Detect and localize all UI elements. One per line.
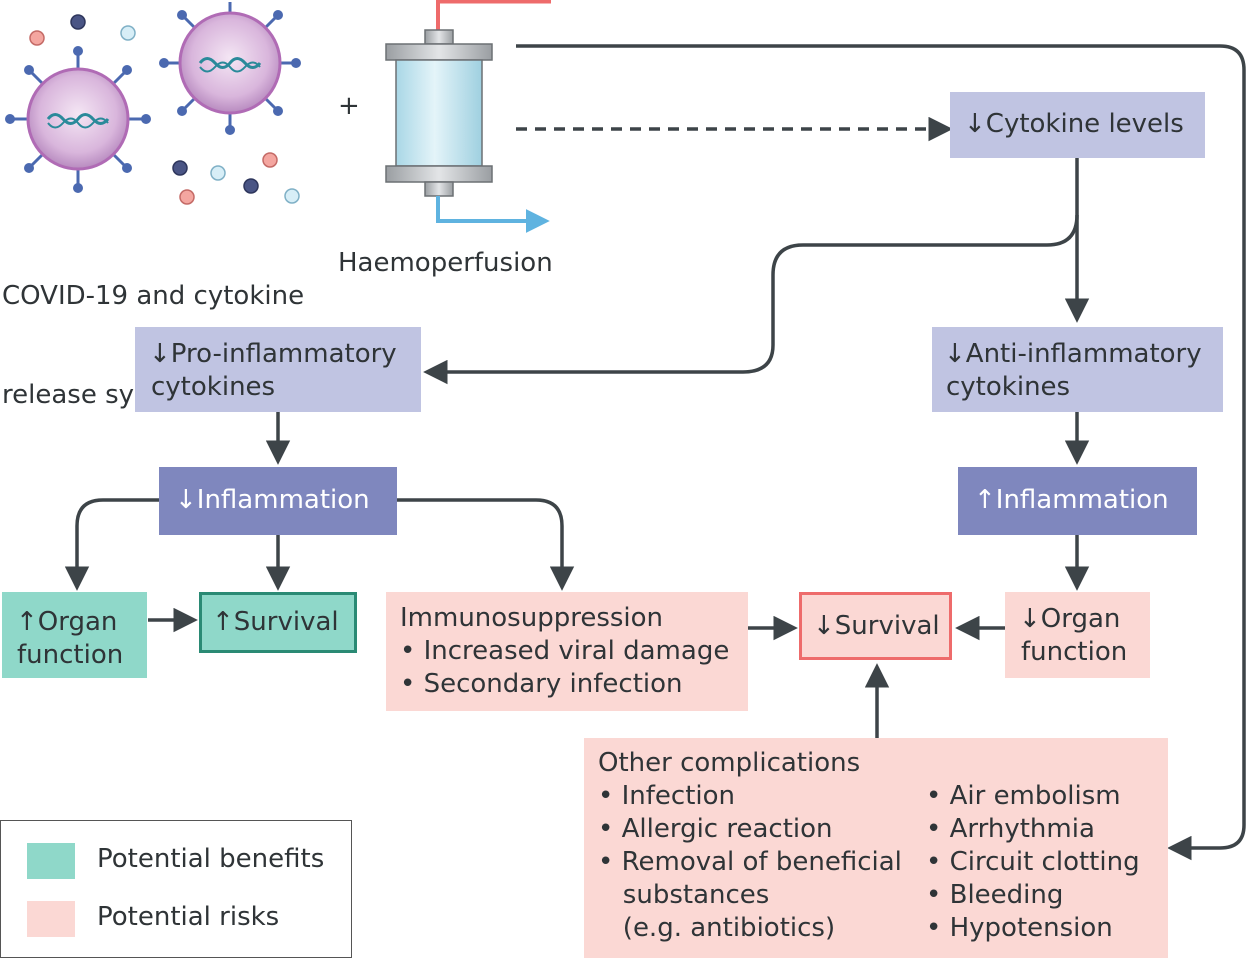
survival-down-text: ↓Survival: [813, 611, 940, 641]
complication-item: • Arrhythmia: [926, 814, 1095, 844]
haemoperfusion-label: Haemoperfusion: [338, 248, 553, 278]
increased-inflammation-text: ↑Inflammation: [974, 485, 1169, 515]
plus-sign: +: [338, 91, 360, 121]
other-complications-left-list: • Infection • Allergic reaction • Remova…: [598, 780, 902, 945]
organ-function-up-text-2: function: [17, 640, 124, 670]
immunosuppression-title: Immunosuppression: [400, 603, 664, 633]
organ-function-down-text-2: function: [1021, 637, 1128, 667]
survival-up-box: ↑Survival: [199, 592, 357, 653]
cytokine-levels-text: ↓Cytokine levels: [964, 109, 1184, 139]
virus-icon: [159, 2, 301, 135]
complication-item: • Allergic reaction: [598, 814, 833, 844]
pro-inflammatory-box: ↓Pro-inflammatory cytokines: [135, 327, 421, 412]
other-complications-right-list: • Air embolism • Arrhythmia • Circuit cl…: [926, 780, 1140, 945]
covid-label: COVID-19 and cytokine release syndrome: [2, 281, 305, 410]
immunosuppression-item: • Increased viral damage: [400, 636, 730, 666]
organ-function-down-box: ↓Organ function: [1005, 592, 1150, 678]
organ-function-up-box: ↑Organ function: [2, 592, 147, 678]
complication-item: substances: [598, 880, 770, 910]
complication-item: • Circuit clotting: [926, 847, 1140, 877]
immunosuppression-item: • Secondary infection: [400, 669, 683, 699]
legend-risks-label: Potential risks: [97, 902, 280, 932]
complication-item: • Infection: [598, 781, 735, 811]
survival-down-box: ↓Survival: [799, 592, 952, 660]
legend-benefits-label: Potential benefits: [97, 844, 325, 874]
complication-item: (e.g. antibiotics): [598, 913, 836, 943]
complication-item: • Bleeding: [926, 880, 1064, 910]
legend-benefits-swatch: [27, 843, 75, 879]
complication-item: • Hypotension: [926, 913, 1113, 943]
increased-inflammation-box: ↑Inflammation: [958, 467, 1197, 535]
legend: Potential benefits Potential risks: [0, 820, 352, 958]
survival-up-text: ↑Survival: [212, 607, 339, 637]
pro-inflammatory-text: ↓Pro-inflammatory: [149, 339, 397, 369]
anti-inflammatory-text: ↓Anti-inflammatory: [944, 339, 1202, 369]
complication-item: • Removal of beneficial: [598, 847, 902, 877]
arrow-inflammation-to-organ: [64, 498, 160, 591]
pro-inflammatory-text-2: cytokines: [151, 372, 276, 402]
complication-item: • Air embolism: [926, 781, 1121, 811]
cytokine-levels-box: ↓Cytokine levels: [950, 92, 1205, 158]
cytokine-dots-icon: [29, 14, 300, 205]
decreased-inflammation-box: ↓Inflammation: [159, 467, 397, 535]
organ-function-down-text: ↓Organ: [1019, 604, 1121, 634]
arrow-cytokine-to-pro: [423, 214, 1079, 385]
arrow-inflammation-to-immuno: [396, 498, 575, 591]
anti-inflammatory-box: ↓Anti-inflammatory cytokines: [932, 327, 1223, 412]
organ-function-up-text: ↑Organ: [16, 607, 118, 637]
anti-inflammatory-text-2: cytokines: [946, 372, 1071, 402]
virus-icon: [5, 46, 151, 193]
other-complications-box: Other complications • Infection • Allerg…: [584, 738, 1168, 958]
legend-risks-swatch: [27, 901, 75, 937]
haemoperfusion-cartridge-icon: [385, 0, 551, 233]
immunosuppression-box: Immunosuppression • Increased viral dama…: [386, 592, 748, 711]
arrow-cartridge-to-complications: [516, 44, 1246, 861]
decreased-inflammation-text: ↓Inflammation: [175, 485, 370, 515]
other-complications-title: Other complications: [598, 748, 861, 778]
